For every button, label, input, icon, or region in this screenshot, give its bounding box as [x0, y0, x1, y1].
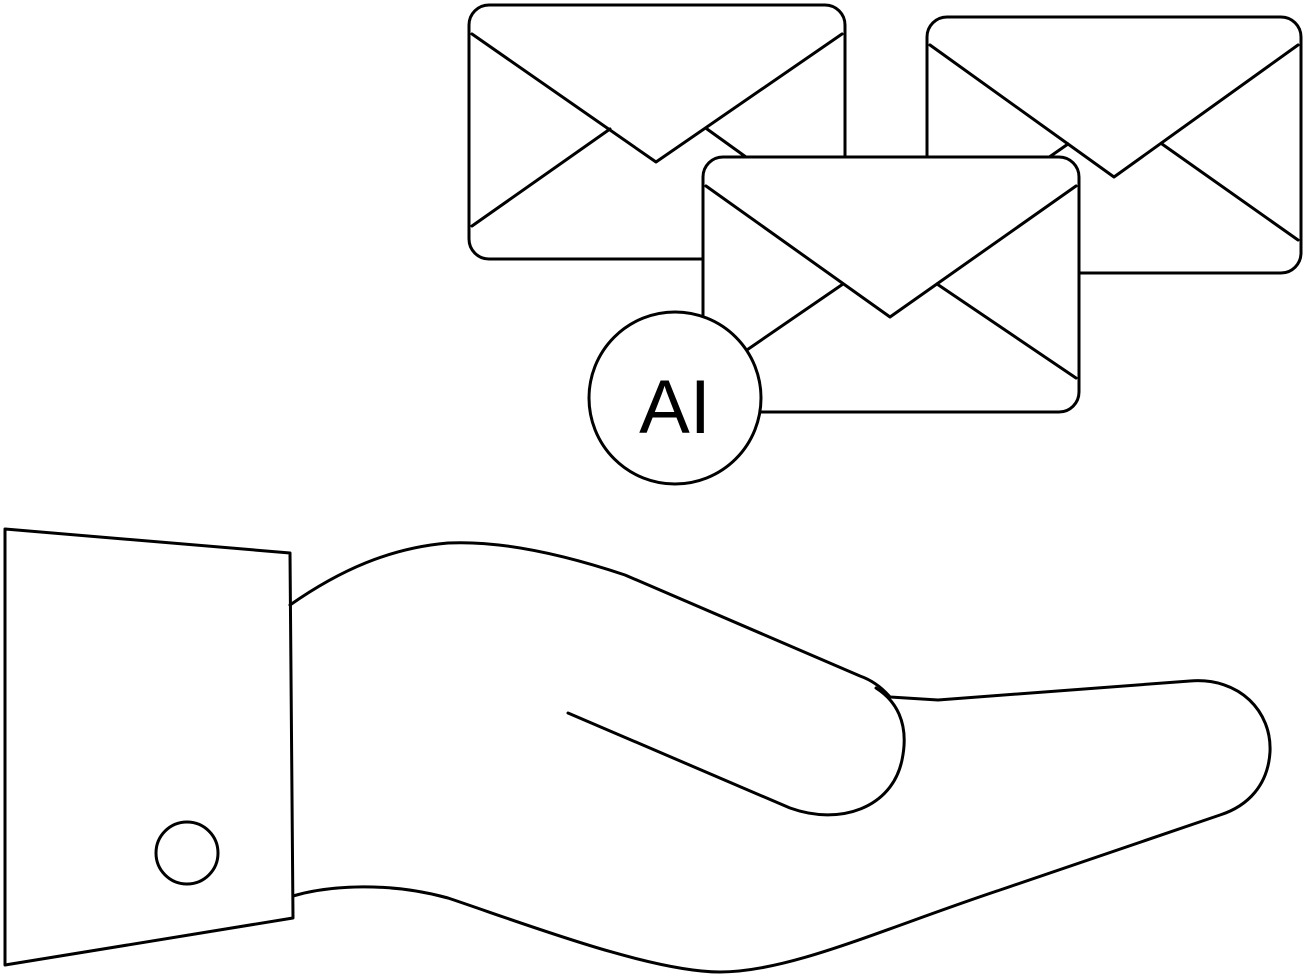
- open-hand-icon: [3, 527, 1272, 974]
- envelope-icon-front: [701, 155, 1081, 414]
- ai-badge-icon: AI: [587, 310, 763, 486]
- ai-badge-label: AI: [639, 365, 711, 450]
- cuff-button-icon: [154, 820, 220, 886]
